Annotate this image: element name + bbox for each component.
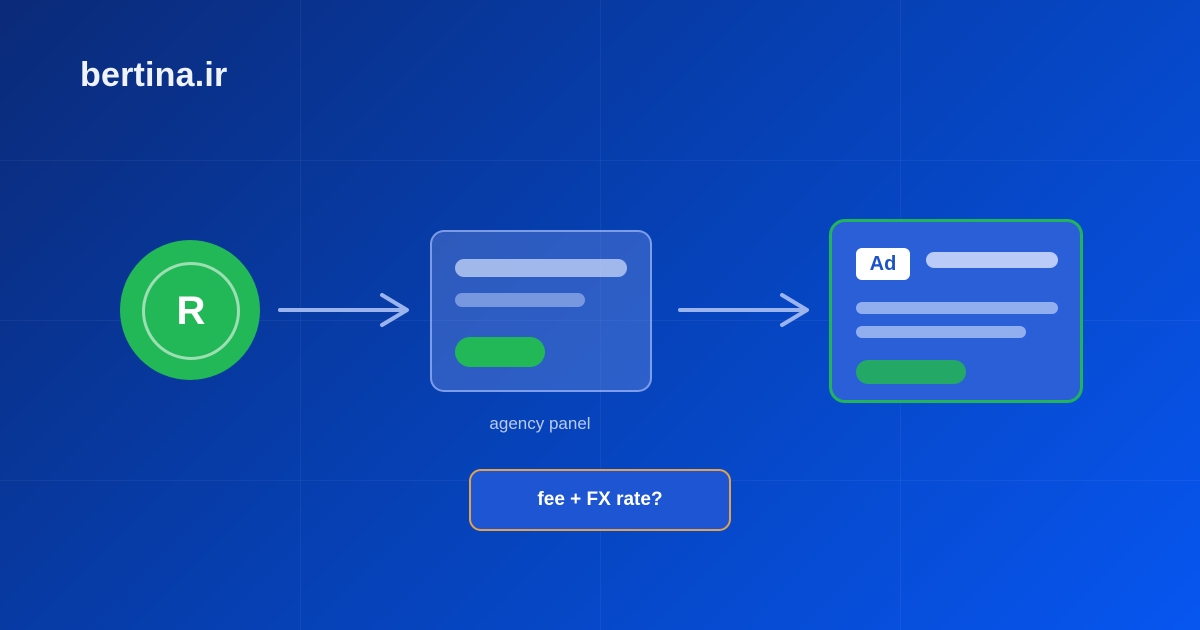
grid-line bbox=[600, 0, 601, 630]
grid-line bbox=[0, 160, 1200, 161]
fee-question-box: fee + FX rate? bbox=[469, 469, 731, 531]
placeholder-line bbox=[856, 302, 1058, 314]
brand-logo-text: bertina.ir bbox=[80, 56, 228, 94]
agency-panel-label: agency panel bbox=[489, 414, 591, 433]
panel-action-pill bbox=[455, 337, 545, 367]
source-node: R bbox=[120, 240, 260, 380]
ad-action-pill bbox=[856, 360, 966, 384]
arrow-right-icon bbox=[278, 293, 409, 327]
grid-line bbox=[0, 320, 1200, 321]
ad-card: Ad bbox=[829, 219, 1083, 403]
source-node-letter: R bbox=[142, 262, 240, 360]
arrow-right-icon bbox=[678, 293, 809, 327]
placeholder-line bbox=[856, 326, 1026, 338]
placeholder-line bbox=[926, 252, 1058, 268]
ad-badge: Ad bbox=[856, 248, 910, 280]
placeholder-line bbox=[455, 259, 627, 277]
grid-line bbox=[300, 0, 301, 630]
placeholder-line bbox=[455, 293, 585, 307]
agency-panel-card bbox=[430, 230, 652, 392]
